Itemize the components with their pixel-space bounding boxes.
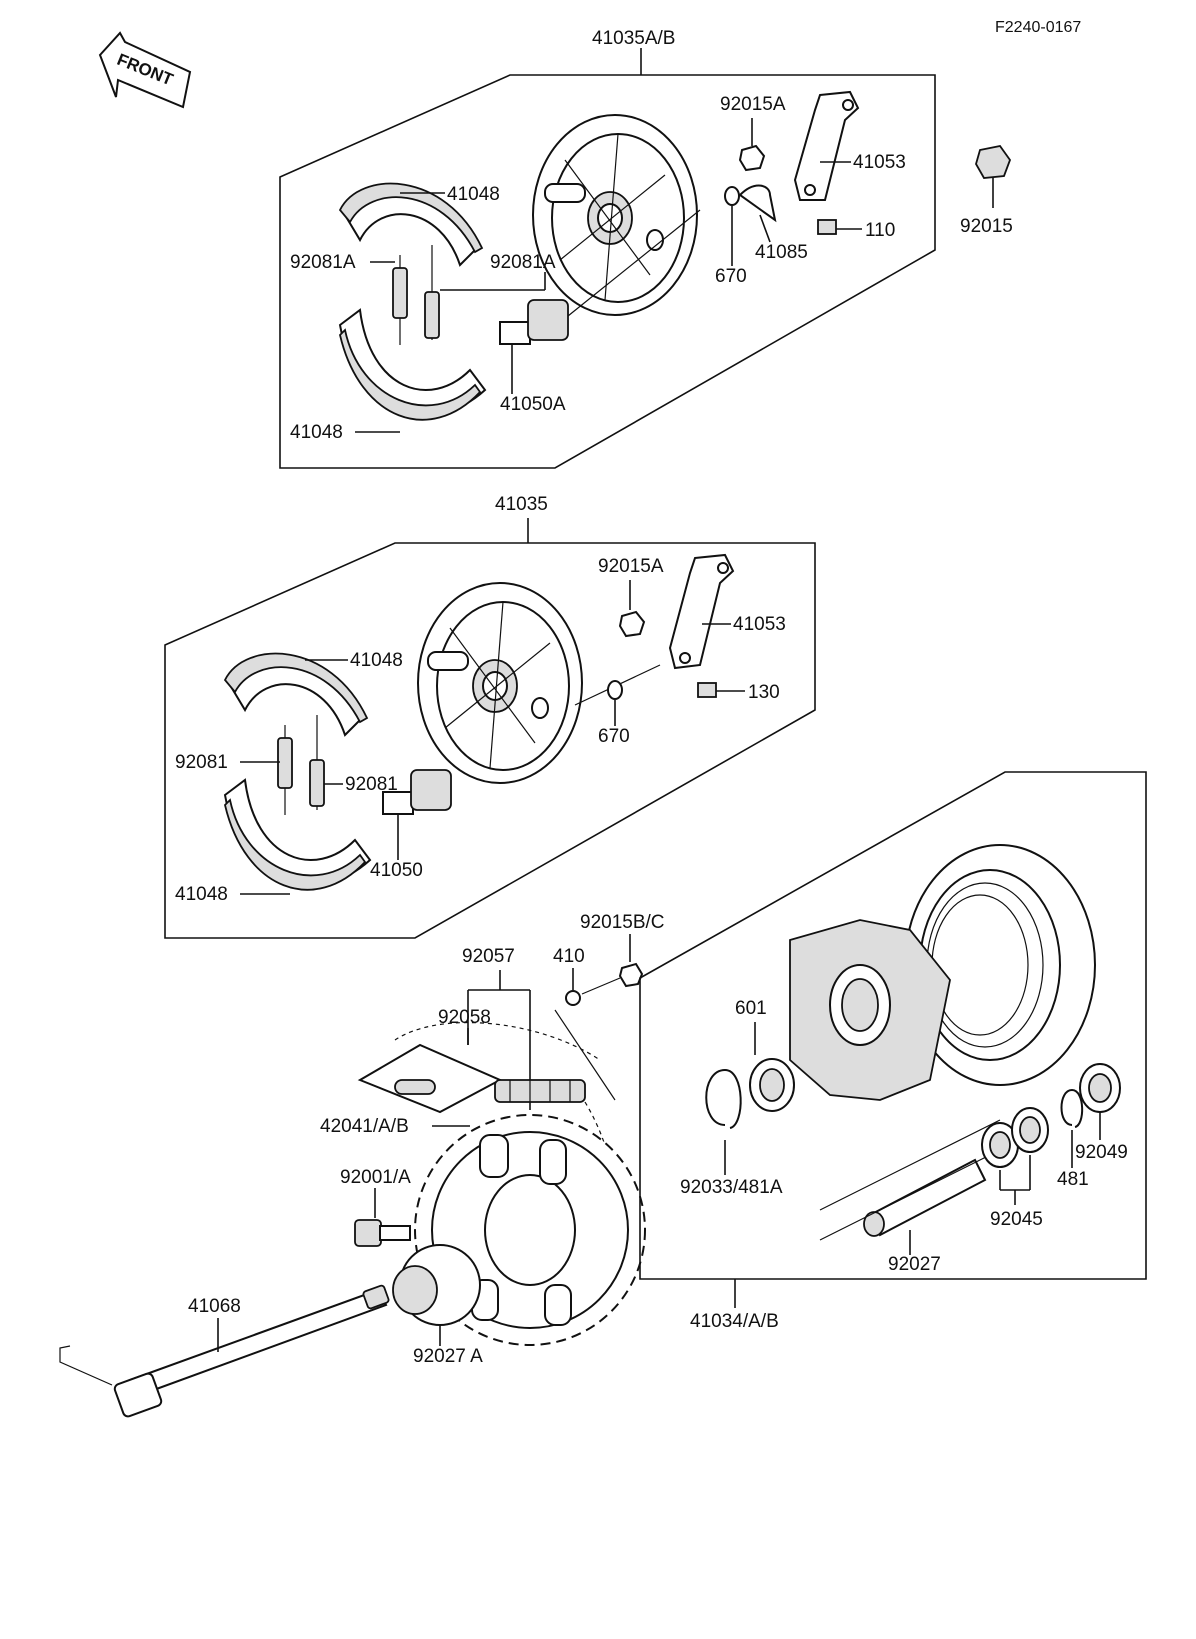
nut-icon xyxy=(738,144,766,172)
label-41048-top-upper: 41048 xyxy=(447,184,500,205)
brake-panel-icon xyxy=(532,114,698,316)
label-92057: 92057 xyxy=(462,946,515,967)
brake-shoe-icon xyxy=(223,778,372,891)
label-92027: 92027 xyxy=(888,1254,941,1275)
label-41050A: 41050A xyxy=(500,394,566,415)
bolt-icon xyxy=(817,219,837,235)
label-481: 481 xyxy=(1057,1169,1089,1190)
circlip-icon xyxy=(705,1068,742,1129)
brake-panel-assembly-top: 41035A/B xyxy=(279,28,936,469)
spring-icon xyxy=(424,245,440,340)
label-92001A: 92001/A xyxy=(340,1167,411,1188)
label-41035: 41035 xyxy=(495,494,548,515)
brake-cam-icon xyxy=(382,769,452,815)
nut-icon xyxy=(618,610,646,638)
label-92081-right: 92081 xyxy=(345,774,398,795)
axle-icon xyxy=(128,1288,388,1397)
label-41085: 41085 xyxy=(755,242,808,263)
label-92045: 92045 xyxy=(990,1209,1043,1230)
label-670-mid: 670 xyxy=(598,726,630,747)
label-41048-mid-lower: 41048 xyxy=(175,884,228,905)
label-92081-left: 92081 xyxy=(175,752,228,773)
bolt-icon xyxy=(697,682,717,698)
spring-icon xyxy=(392,255,408,345)
label-92081A-left: 92081A xyxy=(290,252,356,273)
label-41048-mid-upper: 41048 xyxy=(350,650,403,671)
brake-shoe-icon xyxy=(223,652,369,737)
chain-joint-plate-icon xyxy=(357,1043,503,1114)
wheel-hub-icon xyxy=(789,844,1096,1101)
brake-panel-assembly-mid: 41035 xyxy=(164,494,816,939)
spring-icon xyxy=(277,725,293,815)
reference-code: F2240-0167 xyxy=(995,19,1081,36)
label-92049: 92049 xyxy=(1075,1142,1128,1163)
label-92015A-mid: 92015A xyxy=(598,556,664,577)
sprocket-bolt: 92001/A xyxy=(340,1167,411,1247)
spring-icon xyxy=(309,715,325,810)
brake-lever-icon xyxy=(668,553,735,670)
label-41053-mid: 41053 xyxy=(733,614,786,635)
label-92081A-right: 92081A xyxy=(490,252,556,273)
drive-chain-group: 92015B/C 410 92057 92058 xyxy=(357,912,665,1321)
master-link-icon xyxy=(394,1079,436,1095)
nut-icon xyxy=(975,145,1012,179)
brake-panel-icon xyxy=(417,582,583,784)
label-41035AB: 41035A/B xyxy=(592,28,675,49)
label-41068: 41068 xyxy=(188,1296,241,1317)
brake-lever-icon xyxy=(793,90,860,201)
distance-collar-icon xyxy=(868,1158,987,1237)
label-41048-top-lower: 41048 xyxy=(290,422,343,443)
brake-shoe-icon xyxy=(338,182,484,267)
rear-sprocket: 42041/A/B xyxy=(320,1114,646,1346)
label-41053-top: 41053 xyxy=(853,152,906,173)
label-670-top: 670 xyxy=(715,266,747,287)
bolt-icon xyxy=(354,1219,382,1247)
label-92058: 92058 xyxy=(438,1007,491,1028)
label-410: 410 xyxy=(553,946,585,967)
circlip-icon xyxy=(1060,1088,1084,1128)
nut-icon xyxy=(618,962,644,988)
brake-cam-icon xyxy=(499,209,701,345)
label-92027A: 92027 A xyxy=(413,1346,483,1367)
seal-ring-icon xyxy=(724,186,740,206)
front-arrow-icon: FRONT xyxy=(98,31,192,109)
label-42041AB: 42041/A/B xyxy=(320,1116,409,1137)
rear-axle: 41068 xyxy=(59,1284,390,1418)
sprocket-collar: 92027 A xyxy=(392,1244,483,1367)
washer-icon xyxy=(565,990,581,1006)
rear-hub-assembly: 41034/A/B 601 92033/481A 92027 xyxy=(639,771,1147,1332)
label-41050: 41050 xyxy=(370,860,423,881)
label-130: 130 xyxy=(748,682,780,703)
nut-92015: 92015 xyxy=(960,145,1013,237)
label-110: 110 xyxy=(865,220,895,241)
label-601: 601 xyxy=(735,998,767,1019)
label-92033-481A: 92033/481A xyxy=(680,1177,783,1198)
label-92015A-top: 92015A xyxy=(720,94,786,115)
label-92015BC: 92015B/C xyxy=(580,912,665,933)
brake-shoe-icon xyxy=(338,308,487,421)
indicator-plate-icon xyxy=(738,184,777,223)
label-41034AB: 41034/A/B xyxy=(690,1311,779,1332)
label-92015: 92015 xyxy=(960,216,1013,237)
seal-ring-icon xyxy=(607,680,623,700)
